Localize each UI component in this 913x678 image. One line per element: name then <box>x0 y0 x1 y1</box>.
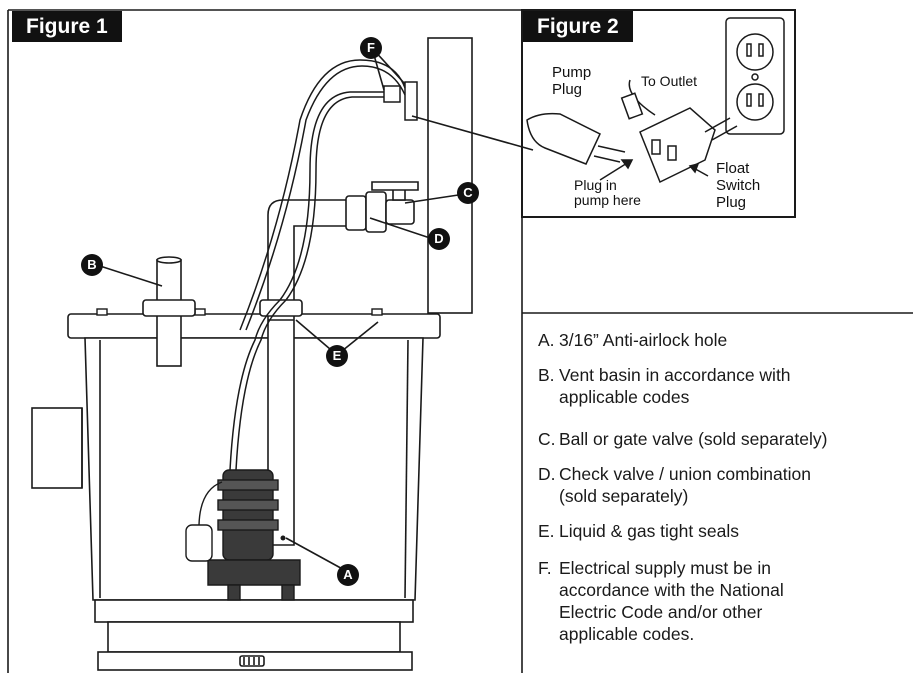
legend-text: Electrical supply must be in accordance … <box>559 558 784 644</box>
legend-letter: D. <box>538 464 556 484</box>
leader-lines <box>99 47 534 573</box>
label-plug-in: Plug in pump here <box>574 178 641 208</box>
legend-item-b: B. Vent basin in accordance with applica… <box>538 364 913 408</box>
callout-a: A <box>337 564 359 586</box>
legend-text: Ball or gate valve (sold separately) <box>559 429 828 449</box>
figure1-title: Figure 1 <box>12 11 122 42</box>
figure2-title: Figure 2 <box>523 11 633 42</box>
legend-letter: A. <box>538 330 555 350</box>
label-float-line2: Switch <box>716 177 761 194</box>
label-pump-plug: Pump Plug <box>552 64 591 98</box>
label-to-outlet: To Outlet <box>641 73 698 89</box>
label-plug-in-line2: pump here <box>574 192 641 208</box>
figure2-drawing <box>526 17 785 184</box>
label-float-switch-plug: Float Switch Plug <box>716 160 760 211</box>
power-cords <box>229 59 406 471</box>
legend-letter: C. <box>538 429 556 449</box>
legend-item-d: D. Check valve / union combination (sold… <box>538 463 913 507</box>
legend: A. 3/16” Anti-airlock hole B. Vent basin… <box>525 313 913 673</box>
legend-letter: E. <box>538 521 555 541</box>
vent-pipe <box>142 256 196 367</box>
legend-text: Check valve / union combination (sold se… <box>559 464 811 506</box>
legend-item-c: C. Ball or gate valve (sold separately) <box>538 428 913 450</box>
callout-d-letter: D <box>428 228 450 250</box>
callout-d: D <box>428 228 450 250</box>
callout-c-letter: C <box>457 182 479 204</box>
legend-item-e: E. Liquid & gas tight seals <box>538 520 913 542</box>
legend-text: 3/16” Anti-airlock hole <box>559 330 728 350</box>
callout-e-letter: E <box>326 345 348 367</box>
legend-item-f: F. Electrical supply must be in accordan… <box>538 557 913 645</box>
label-float-line3: Plug <box>716 194 747 211</box>
callout-f: F <box>360 37 382 59</box>
legend-letter: B. <box>538 365 555 385</box>
legend-letter: F. <box>538 558 552 578</box>
legend-text: Vent basin in accordance with applicable… <box>559 365 791 407</box>
legend-item-a: A. 3/16” Anti-airlock hole <box>538 329 913 351</box>
callout-e: E <box>326 345 348 367</box>
outlet-box <box>404 81 418 121</box>
label-pump-plug-line1: Pump <box>552 64 592 81</box>
callout-c: C <box>457 182 479 204</box>
sump-pump <box>185 469 301 601</box>
basin <box>31 313 441 671</box>
callout-f-letter: F <box>360 37 382 59</box>
label-plug-in-line1: Plug in <box>574 177 617 193</box>
legend-text: Liquid & gas tight seals <box>559 521 739 541</box>
wall-panel <box>427 37 473 314</box>
callout-b-letter: B <box>81 254 103 276</box>
label-pump-plug-line2: Plug <box>552 81 583 98</box>
callout-a-letter: A <box>337 564 359 586</box>
label-float-line1: Float <box>716 160 750 177</box>
anti-airlock-hole <box>280 535 286 541</box>
callout-b: B <box>81 254 103 276</box>
